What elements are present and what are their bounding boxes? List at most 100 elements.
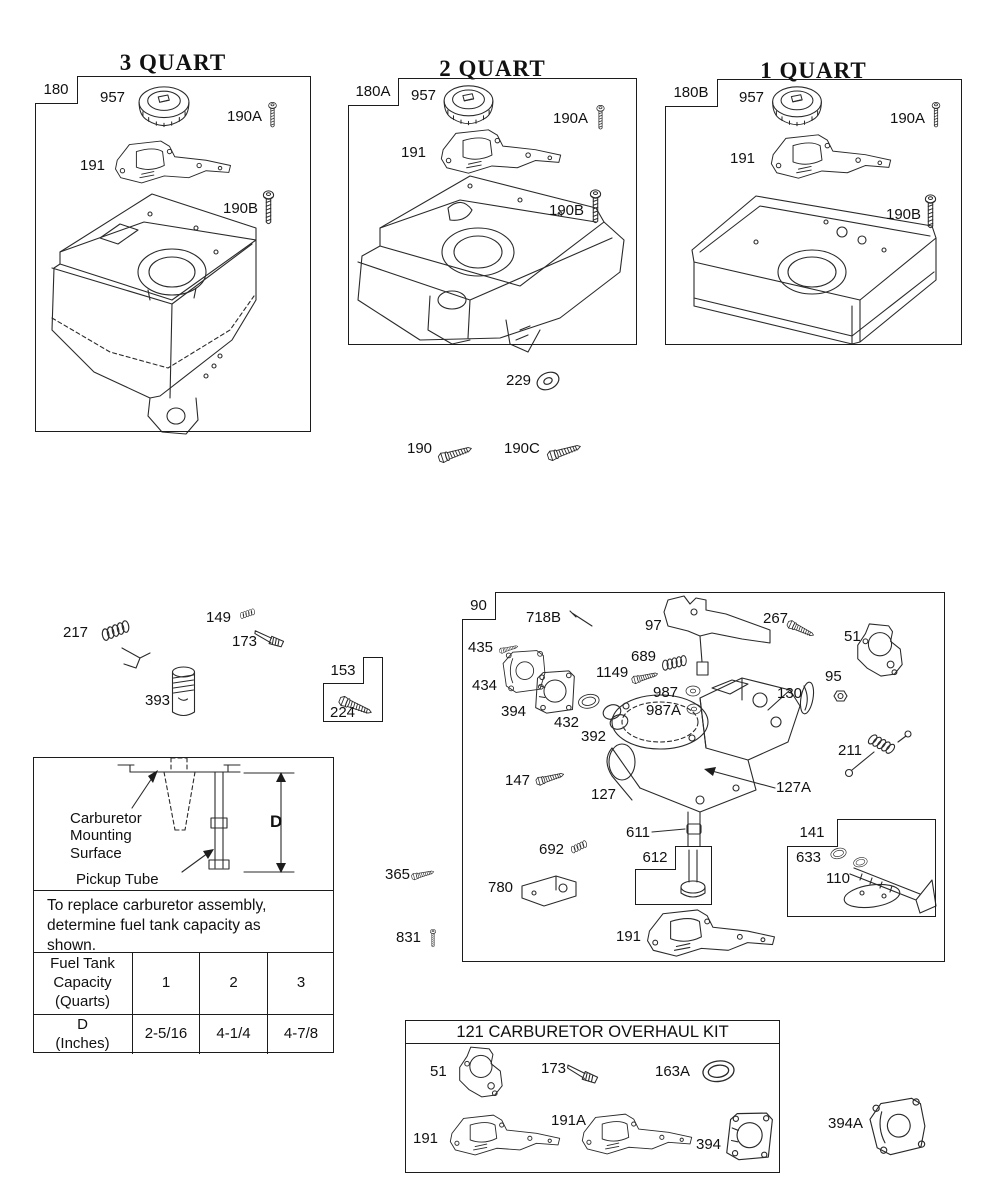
- info-divider: [33, 890, 334, 891]
- callout-611: 611: [626, 824, 650, 841]
- ref-box-612: 612: [635, 846, 676, 870]
- callout-987: 987: [653, 684, 679, 701]
- callout-163A: 163A: [655, 1063, 691, 1080]
- callout-190B: 190B: [549, 202, 585, 219]
- callout-267: 267: [763, 610, 789, 627]
- panel-box-1-quart: 180B: [665, 79, 962, 345]
- callout-393: 393: [145, 692, 171, 709]
- fuel-tank-2-quart-drawing: [357, 175, 625, 353]
- callout-191: 191: [401, 144, 427, 161]
- ref-box-180B: 180B: [665, 79, 718, 107]
- jet-611-drawing: [651, 823, 702, 835]
- callout-191: 191: [80, 157, 106, 174]
- callout-957: 957: [100, 89, 126, 106]
- table-header-capacity: Fuel Tank Capacity (Quarts): [50, 955, 115, 1010]
- arrow-127A: [704, 767, 776, 789]
- carburetor-127-drawing: [606, 677, 801, 847]
- screw-190-drawing: [437, 443, 474, 465]
- callout-689: 689: [631, 648, 657, 665]
- table-cell-d1: 2-5/16: [132, 1014, 199, 1054]
- spring-149-drawing: [238, 607, 257, 620]
- ref-box-153: 153: [323, 657, 364, 684]
- pickup-tube-label: Pickup Tube: [76, 871, 159, 888]
- callout-190: 190: [407, 440, 433, 457]
- callout-51: 51: [430, 1063, 447, 1080]
- callout-190A: 190A: [553, 110, 589, 127]
- callout-957: 957: [739, 89, 765, 106]
- screw-831-drawing: [429, 929, 437, 948]
- callout-97: 97: [645, 617, 662, 634]
- box-90-carburetor: 90: [462, 592, 945, 962]
- washer-229-drawing: [533, 368, 563, 394]
- mounting-diagram-drawing: [117, 757, 295, 873]
- fuel-tank-3-quart-drawing: [51, 193, 257, 435]
- throttle-shaft-141-drawing: [829, 846, 937, 914]
- panel-box-3-quart: 180: [35, 76, 311, 432]
- callout-229: 229: [506, 372, 532, 389]
- ref-box-180A: 180A: [348, 78, 399, 106]
- ref-box-180: 180: [35, 76, 78, 104]
- callout-127A: 127A: [776, 779, 812, 796]
- callout-394A: 394A: [828, 1115, 864, 1132]
- callout-130: 130: [777, 685, 803, 702]
- pickup-tube-612-drawing: [680, 849, 706, 898]
- callout-718B: 718B: [526, 609, 562, 626]
- callout-780: 780: [488, 879, 514, 896]
- callout-191A: 191A: [551, 1112, 587, 1129]
- nut-95-drawing: [833, 690, 848, 702]
- bracket-780-drawing: [521, 875, 577, 907]
- callout-190B: 190B: [223, 200, 259, 217]
- callout-95: 95: [825, 668, 842, 685]
- bracket-97-drawing: [663, 595, 771, 676]
- lens-130-drawing: [799, 681, 815, 715]
- capacity-table: Fuel Tank Capacity (Quarts) 1 2 3 D (Inc…: [33, 952, 334, 1054]
- callout-191: 191: [413, 1130, 439, 1147]
- callout-432: 432: [554, 714, 580, 731]
- overhaul-kit-box: 121 CARBURETOR OVERHAUL KIT: [405, 1020, 780, 1173]
- callout-435: 435: [468, 639, 494, 656]
- callout-692: 692: [539, 841, 565, 858]
- box-141: 141: [787, 819, 936, 917]
- callout-190B: 190B: [886, 206, 922, 223]
- callout-51: 51: [844, 628, 861, 645]
- table-header-d-inches: D (Inches): [33, 1014, 132, 1054]
- panel-title-3-quart: 3 QUART: [119, 50, 227, 75]
- dimension-d-label: D: [270, 812, 283, 831]
- callout-190A: 190A: [227, 108, 263, 125]
- table-cell-qt1: 1: [132, 953, 199, 1014]
- ref-box-141: 141: [787, 819, 838, 847]
- table-cell-qt3: 3: [267, 953, 334, 1014]
- callout-394: 394: [696, 1136, 722, 1153]
- bolt-365-drawing: [410, 868, 435, 881]
- callout-173: 173: [232, 633, 258, 650]
- needle-173-drawing: [253, 630, 285, 648]
- callout-831: 831: [396, 929, 422, 946]
- mounting-surface-label: Carburetor Mounting Surface: [70, 810, 142, 862]
- panel-title-2-quart: 2 QUART: [439, 56, 546, 81]
- callout-392: 392: [581, 728, 607, 745]
- callout-149: 149: [206, 609, 232, 626]
- callout-191: 191: [616, 928, 642, 945]
- note-text: To replace carburetor assembly, determin…: [47, 897, 267, 955]
- panel-box-2-quart: 180A: [348, 78, 637, 345]
- panel-title-1-quart: 1 QUART: [760, 58, 867, 83]
- table-cell-d2: 4-1/4: [199, 1014, 267, 1054]
- screw-190C-drawing: [546, 441, 583, 463]
- table-cell-d3: 4-7/8: [267, 1014, 334, 1054]
- callout-957: 957: [411, 87, 437, 104]
- filter-393-drawing: [171, 666, 196, 717]
- callout-173: 173: [541, 1060, 567, 1077]
- spring-211-drawing: [844, 730, 912, 778]
- callout-1149: 1149: [596, 664, 629, 681]
- callout-987A: 987A: [646, 702, 682, 719]
- callout-217: 217: [63, 624, 89, 641]
- diaphragm-394A-drawing: [867, 1096, 929, 1157]
- pin-718B-drawing: [569, 610, 593, 627]
- box-612: 612: [635, 846, 712, 905]
- callout-394: 394: [501, 703, 527, 720]
- callout-190A: 190A: [890, 110, 926, 127]
- table-cell-qt2: 2: [199, 953, 267, 1014]
- callout-191: 191: [730, 150, 756, 167]
